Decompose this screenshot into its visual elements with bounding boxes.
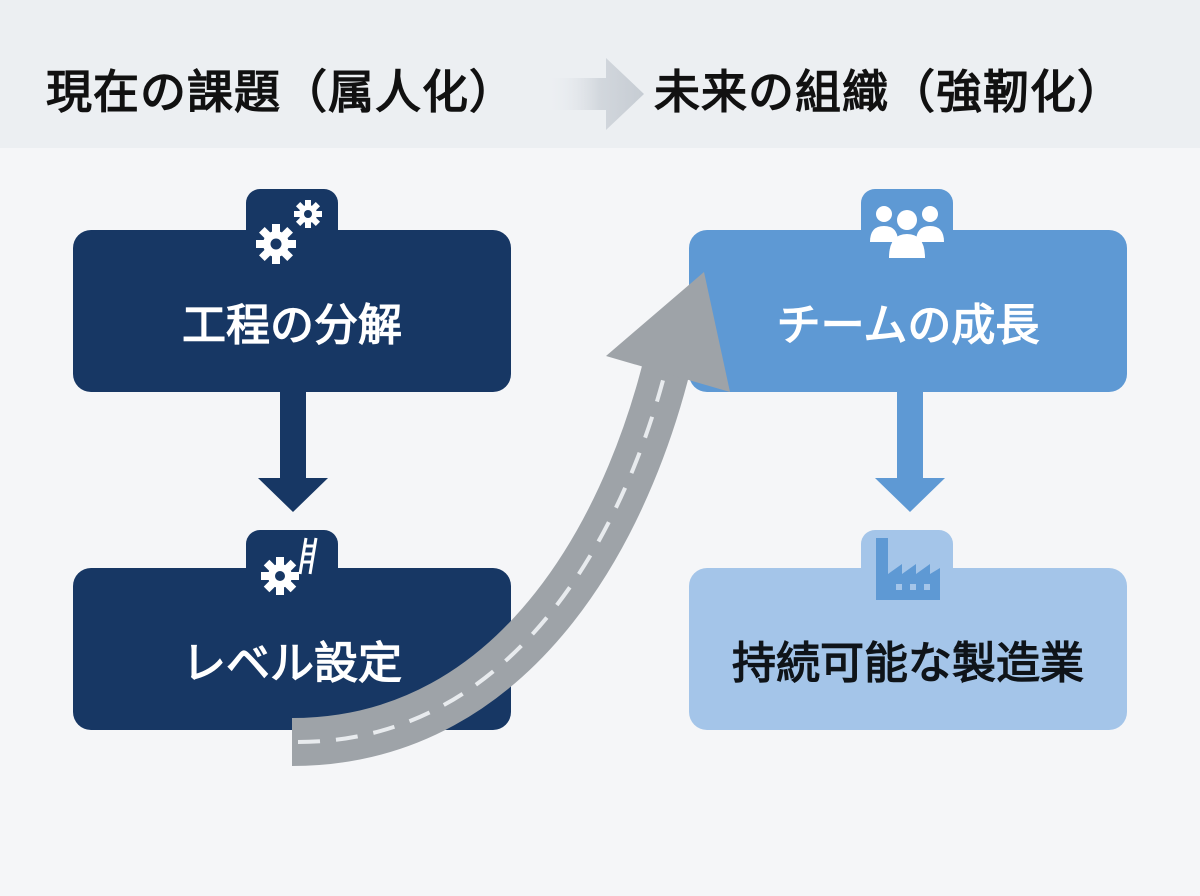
step-process-breakdown-box: 工程の分解 [73,230,511,392]
down-arrow-left [258,392,328,512]
gear-ladder-icon [261,537,318,595]
down-arrow-right [875,392,945,512]
step-level-setting-label: レベル設定 [182,638,402,689]
road-arrow-head [606,272,730,392]
step-sustainable-manufacturing-label: 持続可能な製造業 [732,638,1084,689]
header-band [0,0,1200,148]
step-level-setting-box: レベル設定 [73,568,511,730]
step-team-growth-label: チームの成長 [776,300,1040,351]
gears-icon [256,200,322,264]
factory-icon [876,538,940,600]
header-chevron-arrow-icon [546,58,644,130]
header-right-title: 未来の組織（強靭化） [654,65,1124,119]
road-center-dashes [297,329,677,744]
step-process-breakdown-label: 工程の分解 [182,300,402,351]
team-people-icon [870,206,944,258]
header-left-title: 現在の課題（属人化） [46,65,516,119]
